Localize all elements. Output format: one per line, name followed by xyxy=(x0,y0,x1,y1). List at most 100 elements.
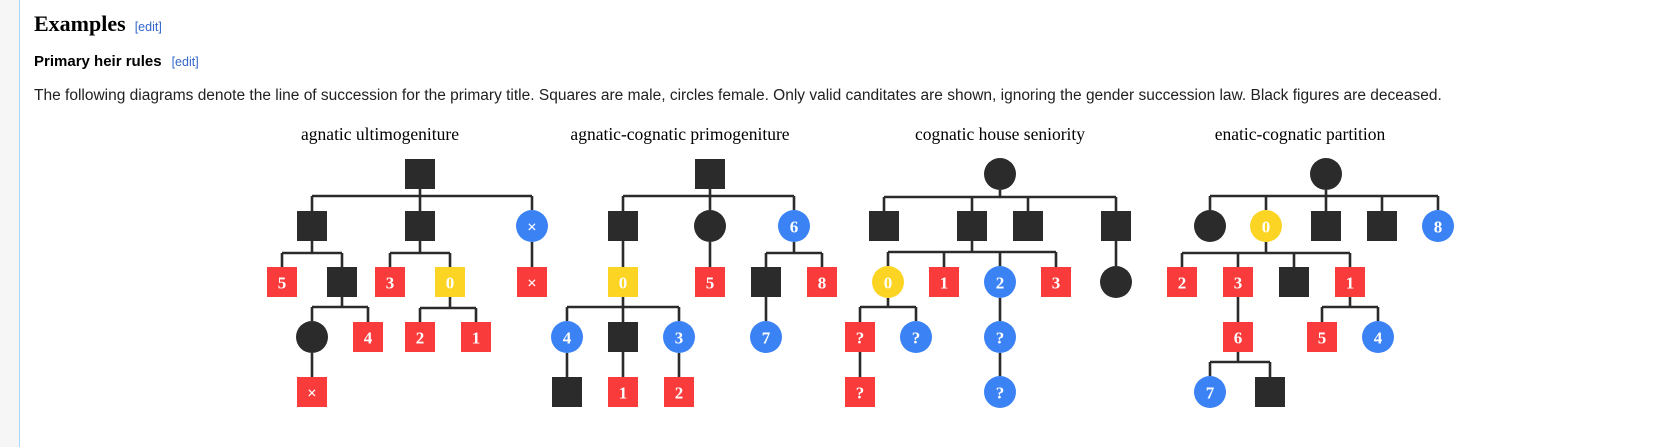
person-node-blue-2: 2 xyxy=(984,266,1016,298)
person-node-dead xyxy=(1101,211,1131,241)
person-node-label: 4 xyxy=(1374,329,1383,348)
person-node-blue-3: 3 xyxy=(663,321,695,353)
person-node-red-5: 5 xyxy=(267,267,297,297)
person-node-label: 6 xyxy=(790,218,799,237)
person-node-red-5: 5 xyxy=(1307,322,1337,352)
person-node-dead xyxy=(1311,211,1341,241)
article-content: Examples [edit] Primary heir rules [edit… xyxy=(20,0,1655,107)
person-node-label: ? xyxy=(912,329,921,348)
person-node-dead xyxy=(608,211,638,241)
person-node-label: 0 xyxy=(884,274,893,293)
person-node-dead xyxy=(1100,266,1132,298)
person-node-label: 4 xyxy=(364,329,373,348)
person-node-blue-4: 4 xyxy=(551,321,583,353)
person-node-blue-8: 8 xyxy=(1422,210,1454,242)
section-heading-primary-heir-rules: Primary heir rules [edit] xyxy=(34,53,1641,70)
person-node-dead xyxy=(1013,211,1043,241)
person-node-blue-4: 4 xyxy=(1362,321,1394,353)
person-node-dead xyxy=(297,211,327,241)
person-node-label: 2 xyxy=(416,329,425,348)
person-node-label: 3 xyxy=(1052,274,1061,293)
person-node-dead xyxy=(751,267,781,297)
person-node-red-?: ? xyxy=(845,377,875,407)
person-node-red-6: 6 xyxy=(1223,322,1253,352)
person-node-label: 1 xyxy=(940,274,949,293)
person-node-red-5: 5 xyxy=(695,267,725,297)
person-node-label: 0 xyxy=(619,274,628,293)
person-node-label: 3 xyxy=(1234,274,1243,293)
person-node-red-3: 3 xyxy=(375,267,405,297)
person-node-dead xyxy=(1279,267,1309,297)
person-node-blue-6: 6 xyxy=(778,210,810,242)
person-node-label: 1 xyxy=(1346,274,1355,293)
person-node-label: × xyxy=(527,218,537,237)
person-node-yellow-0: 0 xyxy=(1250,210,1282,242)
person-node-red-×: × xyxy=(297,377,327,407)
person-node-dead xyxy=(405,159,435,189)
person-node-blue-?: ? xyxy=(900,321,932,353)
person-node-red-×: × xyxy=(517,267,547,297)
person-node-red-2: 2 xyxy=(1167,267,1197,297)
person-node-dead xyxy=(327,267,357,297)
person-node-label: ? xyxy=(996,384,1005,403)
edit-link-examples[interactable]: [edit] xyxy=(134,20,162,34)
person-node-red-1: 1 xyxy=(929,267,959,297)
person-node-dead xyxy=(552,377,582,407)
person-node-label: 4 xyxy=(563,329,572,348)
person-node-label: ? xyxy=(996,329,1005,348)
person-node-label: 5 xyxy=(278,274,287,293)
person-node-red-3: 3 xyxy=(1223,267,1253,297)
subsection-title: Primary heir rules xyxy=(34,53,162,70)
description-paragraph: The following diagrams denote the line o… xyxy=(34,87,1442,104)
person-node-red-3: 3 xyxy=(1041,267,1071,297)
person-node-label: ? xyxy=(856,329,865,348)
diagram-caption: agnatic-cognatic primogeniture xyxy=(570,124,789,144)
person-node-dead xyxy=(869,211,899,241)
connector-lines xyxy=(280,189,534,377)
person-node-dead xyxy=(608,322,638,352)
person-node-dead xyxy=(984,158,1016,190)
person-node-red-4: 4 xyxy=(353,322,383,352)
wiki-article-page: Examples [edit] Primary heir rules [edit… xyxy=(19,0,1655,447)
person-node-label: × xyxy=(307,384,317,403)
diagram-agnatic-cognatic-primogeniture: agnatic-cognatic primogeniture 6 0 5 8 4 3 7 1 2 xyxy=(520,122,860,442)
person-node-label: × xyxy=(527,274,537,293)
person-node-label: 2 xyxy=(996,274,1005,293)
person-node-dead xyxy=(405,211,435,241)
person-node-label: 8 xyxy=(1434,218,1443,237)
person-node-dead xyxy=(957,211,987,241)
person-node-red-2: 2 xyxy=(405,322,435,352)
person-node-label: 5 xyxy=(1318,329,1327,348)
person-node-label: 2 xyxy=(675,384,684,403)
edit-link-primary-heir-rules[interactable]: [edit] xyxy=(171,55,199,69)
person-node-blue-7: 7 xyxy=(750,321,782,353)
person-node-label: 1 xyxy=(472,329,481,348)
person-node-label: 3 xyxy=(675,329,684,348)
page-title: Examples xyxy=(34,11,126,36)
person-node-red-1: 1 xyxy=(608,377,638,407)
person-node-blue-?: ? xyxy=(984,321,1016,353)
person-node-dead xyxy=(695,159,725,189)
person-node-yellow-0: 0 xyxy=(435,267,465,297)
diagram-caption: enatic-cognatic partition xyxy=(1215,124,1386,144)
person-node-dead xyxy=(694,210,726,242)
person-node-blue-×: × xyxy=(516,210,548,242)
person-node-label: 8 xyxy=(818,274,827,293)
person-node-label: 6 xyxy=(1234,329,1243,348)
person-node-dead xyxy=(1194,210,1226,242)
diagram-caption: agnatic ultimogeniture xyxy=(301,124,459,144)
person-node-label: ? xyxy=(856,384,865,403)
connector-lines xyxy=(565,189,824,377)
person-node-red-1: 1 xyxy=(1335,267,1365,297)
person-node-dead xyxy=(1255,377,1285,407)
person-node-label: 7 xyxy=(762,329,771,348)
person-node-dead xyxy=(296,321,328,353)
person-node-blue-?: ? xyxy=(984,376,1016,408)
person-node-label: 0 xyxy=(1262,218,1271,237)
person-node-red-2: 2 xyxy=(664,377,694,407)
